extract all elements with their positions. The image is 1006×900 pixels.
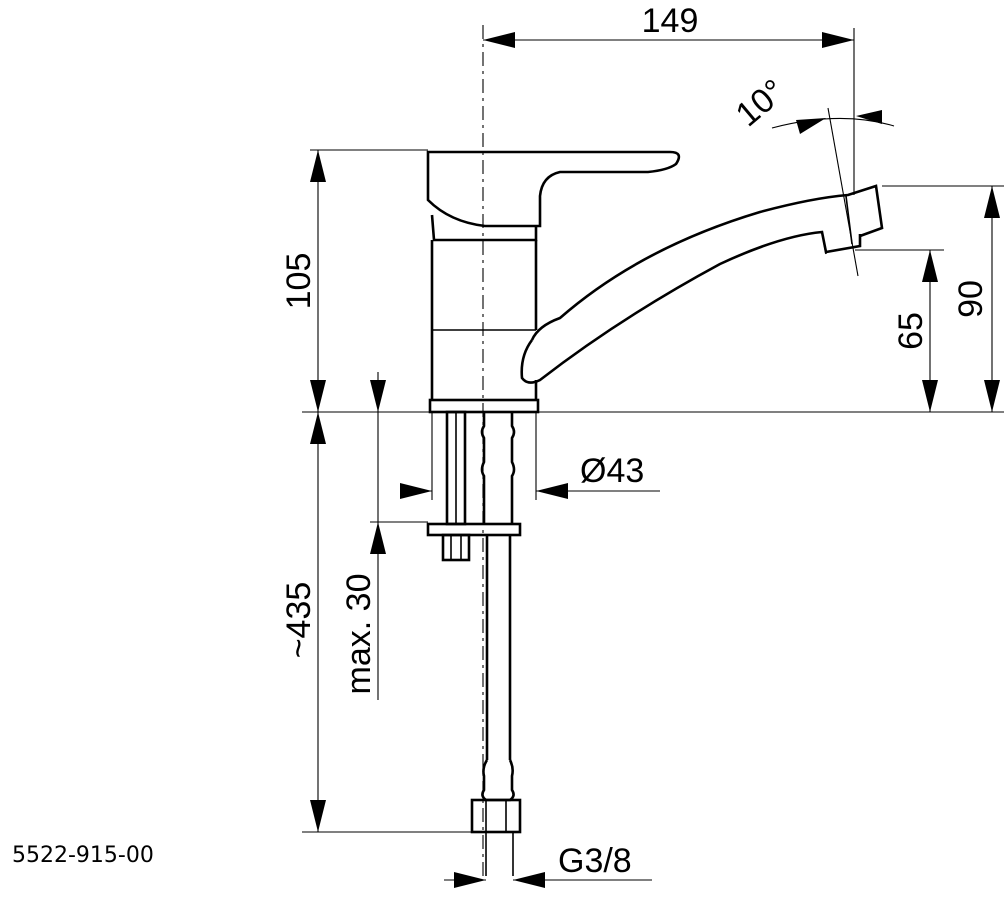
dim-aerator-height-label: 65 <box>892 312 930 350</box>
dim-spout-reach-label: 149 <box>642 2 699 40</box>
supply-hose <box>480 412 516 802</box>
dim-connection-thread: G3/8 <box>444 842 652 888</box>
dim-aerator-height: 65 <box>892 250 938 412</box>
mounting-washer <box>426 522 522 537</box>
dim-spout-reach: 149 <box>483 2 854 48</box>
dim-body-height-label: 105 <box>280 253 318 310</box>
dim-connection-thread-label: G3/8 <box>558 842 632 880</box>
dim-outlet-height-label: 90 <box>952 280 990 318</box>
dim-hose-length-label: ~435 <box>280 582 318 659</box>
hose-connector-nut <box>470 798 522 876</box>
dim-spout-angle: 10° <box>729 72 895 134</box>
extension-lines <box>302 28 1004 833</box>
part-number: 5522-915-00 <box>12 843 154 868</box>
dim-body-diameter-label: Ø43 <box>580 452 644 490</box>
dim-hose-length: ~435 <box>280 412 326 832</box>
faucet-spout <box>520 184 884 384</box>
dim-body-height: 105 <box>280 150 326 412</box>
dim-max-thickness: max. 30 <box>340 372 386 700</box>
threaded-stud <box>441 410 471 562</box>
faucet-lever <box>426 150 681 228</box>
dim-max-thickness-label: max. 30 <box>340 574 378 695</box>
dim-outlet-height: 90 <box>952 186 1000 412</box>
dim-body-diameter: Ø43 <box>400 452 660 499</box>
faucet-body <box>428 214 540 414</box>
